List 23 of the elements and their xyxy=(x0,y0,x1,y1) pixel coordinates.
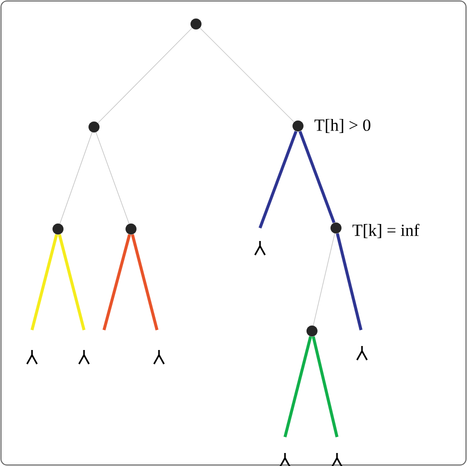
branch xyxy=(298,130,336,224)
branch xyxy=(58,234,86,330)
tree-edge xyxy=(200,28,294,122)
branch xyxy=(336,233,362,330)
tree-edge xyxy=(98,28,192,124)
node-label: T[h] > 0 xyxy=(314,118,370,134)
tree-node xyxy=(88,122,100,132)
branch xyxy=(30,234,58,330)
tree-node xyxy=(306,326,318,336)
tree-edge xyxy=(313,233,335,326)
tree-node xyxy=(330,222,342,234)
tree-node xyxy=(292,120,304,132)
branch xyxy=(258,130,298,229)
branch xyxy=(130,234,158,330)
tree-node xyxy=(190,18,202,30)
branch xyxy=(312,336,338,438)
branch xyxy=(102,234,131,330)
tree-edge xyxy=(60,132,92,224)
tree-node xyxy=(126,224,136,234)
node-label: T[k] = inf xyxy=(352,224,420,238)
tree-edge xyxy=(96,132,130,224)
tree-node xyxy=(52,224,64,234)
branch xyxy=(284,336,312,438)
